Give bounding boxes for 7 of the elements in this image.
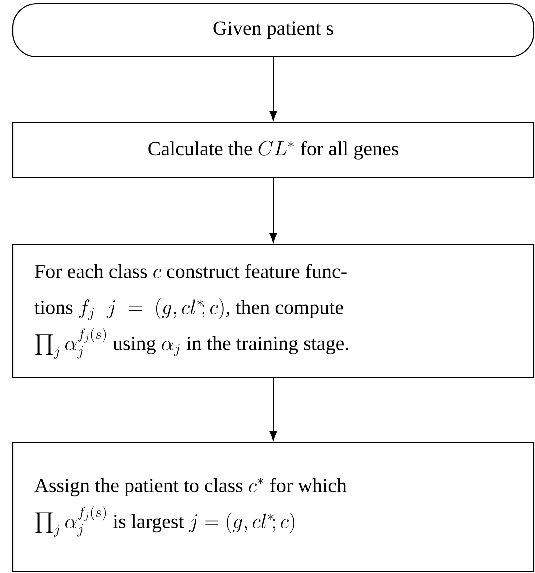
process-box: $\text{Calculate the }CL^*\text{ for all genes}$ <box>12 122 535 179</box>
arrow <box>270 378 278 441</box>
process-box: $\text{For each class }c\text{ construct feature func-}$ $\text{tions }f_j\;\;j\;=\;(g,cl^*\!;c)\text{, then compute}$ $\prod_j\alpha_j^{f_j(s)}\text{ using }\alpha_j\text{ in the training stage.}$ <box>12 244 535 379</box>
process-box: $\text{Assign the patient to class }c^*\text{ for which}$ $\prod_j\alpha_j^{f_j(s)}\text{ is largest }j=(g,cl^*\!;c)$ <box>12 442 535 573</box>
arrow <box>270 57 278 121</box>
terminal-box: Given patient s <box>12 3 535 58</box>
arrow <box>270 178 278 243</box>
